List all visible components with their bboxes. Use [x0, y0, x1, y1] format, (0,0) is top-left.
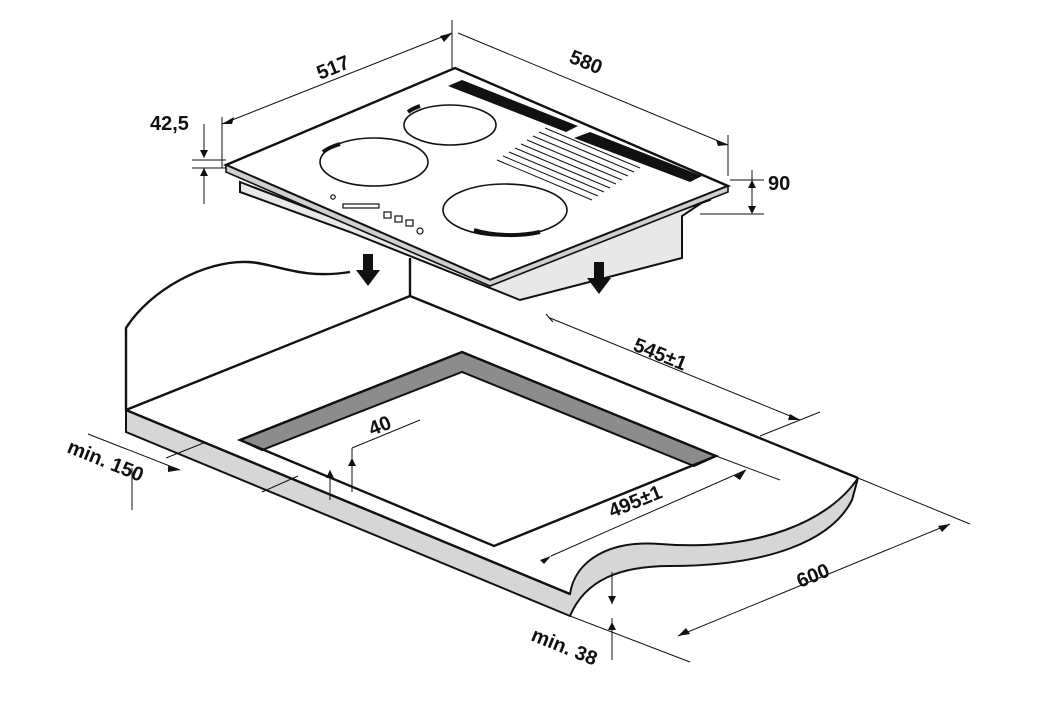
arrow-down-icon — [587, 262, 611, 294]
label-min-front: min. 150 — [64, 436, 146, 486]
cooking-zone-left — [319, 137, 429, 187]
label-glass-thickness: 42,5 — [150, 113, 189, 135]
label-min-worktop-thickness: min. 38 — [528, 624, 600, 670]
hob-grille — [496, 127, 641, 201]
arrow-down-icon — [356, 254, 380, 286]
worktop-top-outline — [125, 294, 859, 596]
dimension-arrowheads — [168, 33, 950, 636]
label-cutout-margin: 40 — [366, 412, 395, 441]
control-panel — [330, 194, 424, 235]
rear-vent-strip — [448, 80, 578, 132]
right-vent-strip — [574, 132, 702, 182]
back-wall-outline — [124, 258, 412, 412]
dimension-lines — [87, 20, 971, 660]
label-hob-depth: 517 — [314, 52, 353, 85]
label-worktop-depth: 600 — [794, 560, 833, 593]
label-cutout-width: 545±1 — [630, 334, 690, 375]
hob-glass-edge — [225, 163, 729, 287]
cooking-zone-rear — [403, 104, 497, 146]
countertop — [124, 258, 859, 663]
label-hob-width: 580 — [566, 46, 605, 79]
label-hob-height: 90 — [768, 173, 790, 195]
cooking-zones — [319, 104, 568, 238]
hob — [222, 66, 732, 302]
worktop-front-edge — [125, 408, 859, 618]
cutout-rim — [237, 350, 719, 468]
cutout-outline — [236, 350, 720, 548]
